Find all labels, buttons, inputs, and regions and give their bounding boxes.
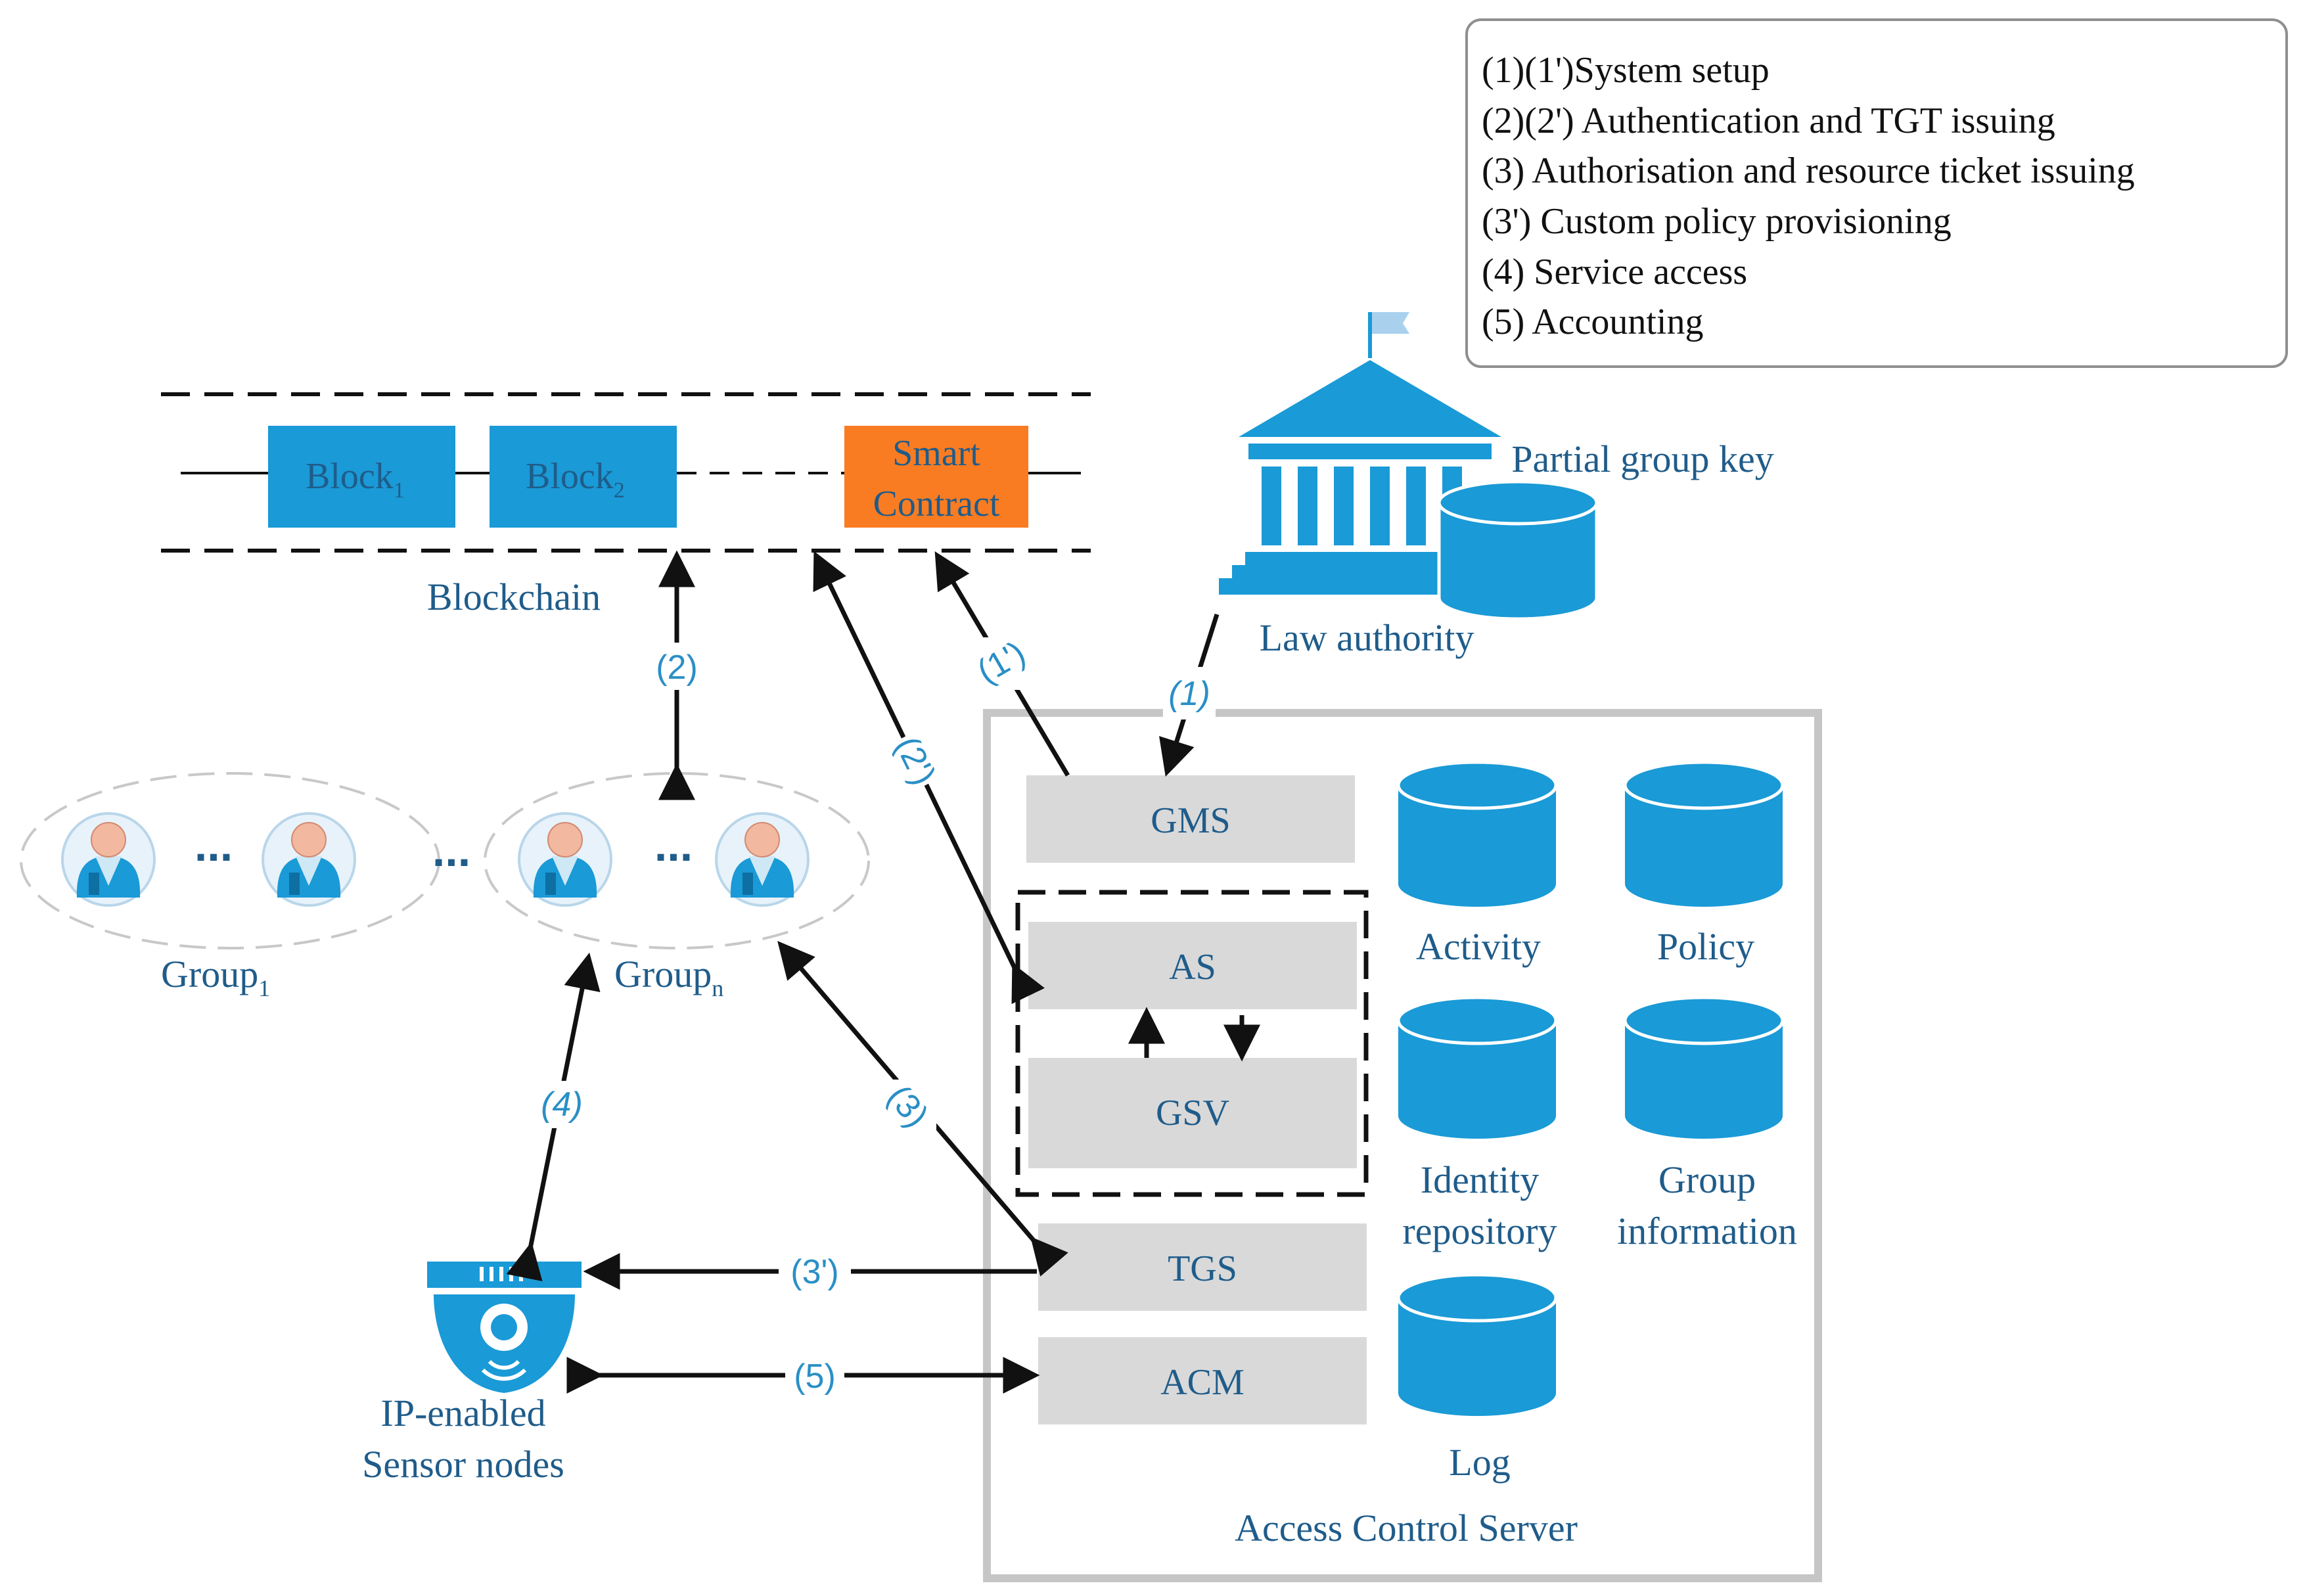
legend: (1)(1')System setup (2)(2') Authenticati… (1465, 18, 2288, 368)
partial-group-key-label: Partial group key (1511, 438, 1773, 480)
tgs-module (1038, 1223, 1367, 1311)
block-1-label: Block1 (306, 456, 405, 503)
arrow-1-label: (1) (1168, 675, 1210, 713)
user-icon (61, 812, 156, 907)
arrow-5-label: (5) (794, 1357, 836, 1396)
legend-item-2: (2)(2') Authentication and TGT issuing (1482, 101, 2055, 141)
sensor-node: IP-enabled Sensor nodes (362, 1262, 582, 1486)
arrow-3-prime-label: (3') (790, 1253, 838, 1291)
gsv-label: GSV (1156, 1093, 1229, 1133)
groups: ... ... ... Group1 Groupn (20, 772, 870, 1001)
sensor-label-2: Sensor nodes (362, 1443, 564, 1486)
legend-item-4: (3') Custom policy provisioning (1482, 201, 1952, 242)
user-icon (262, 812, 356, 907)
arrow-4-label: (4) (541, 1085, 583, 1124)
user-icon (715, 812, 810, 907)
identity-repository-label-1: Identity (1421, 1158, 1539, 1201)
partial-key-database-icon (1437, 480, 1599, 621)
block-1 (268, 426, 455, 528)
legend-item-6: (5) Accounting (1482, 302, 1703, 342)
log-database-icon (1396, 1273, 1558, 1416)
group-1-ellipsis: ... (194, 819, 233, 871)
server-title: Access Control Server (1235, 1507, 1578, 1549)
sensor-label-1: IP-enabled (380, 1392, 545, 1434)
arrow-2-label: (2) (656, 649, 698, 687)
as-label: AS (1169, 947, 1216, 988)
access-control-server: GMS AS GSV TGS ACM Activity Policy Ident… (983, 709, 1822, 1582)
blockchain: Block1 Block2 Smart Contract Blockchain (161, 392, 1091, 618)
blockchain-label: Blockchain (427, 576, 601, 618)
group-information-database-icon (1623, 995, 1785, 1139)
activity-database-icon (1396, 760, 1558, 907)
acm-label: ACM (1160, 1362, 1245, 1403)
as-module (1028, 922, 1357, 1009)
group-1-label: Group1 (161, 953, 270, 1001)
between-groups-ellipsis: ... (432, 825, 470, 876)
policy-label: Policy (1657, 925, 1754, 968)
ip-camera-icon (427, 1262, 582, 1393)
identity-repository-label-2: repository (1402, 1210, 1557, 1252)
gms-module (1026, 775, 1355, 863)
smart-contract (844, 426, 1028, 528)
gsv-module (1028, 1058, 1357, 1168)
group-information-label-1: Group (1658, 1158, 1756, 1201)
group-n-label: Groupn (614, 953, 723, 1001)
legend-item-1: (1)(1')System setup (1482, 50, 1770, 91)
group-information-label-2: information (1617, 1210, 1797, 1252)
arrow-labels: (2) (2') (1') (1) (4) (3) (3') (5) (536, 634, 1216, 1398)
activity-label: Activity (1416, 925, 1541, 968)
acm-module (1038, 1337, 1367, 1425)
law-authority: Partial group key Law authority (1219, 312, 1774, 659)
group-1-ellipse (20, 772, 440, 949)
tgs-label: TGS (1168, 1248, 1237, 1289)
legend-box (1465, 18, 2288, 368)
legend-item-5: (4) Service access (1482, 252, 1747, 292)
gms-label: GMS (1151, 800, 1230, 841)
legend-item-3: (3) Authorisation and resource ticket is… (1482, 150, 2135, 191)
smart-contract-line1: Smart (892, 433, 980, 474)
smart-contract-line2: Contract (873, 484, 1000, 524)
log-label: Log (1449, 1441, 1510, 1484)
user-icon (518, 812, 612, 907)
identity-database-icon (1396, 995, 1558, 1139)
block-2 (490, 426, 677, 528)
block-2-label: Block2 (526, 456, 625, 503)
group-n-ellipsis: ... (654, 819, 693, 871)
law-authority-label: Law authority (1260, 616, 1474, 659)
policy-database-icon (1623, 760, 1785, 907)
